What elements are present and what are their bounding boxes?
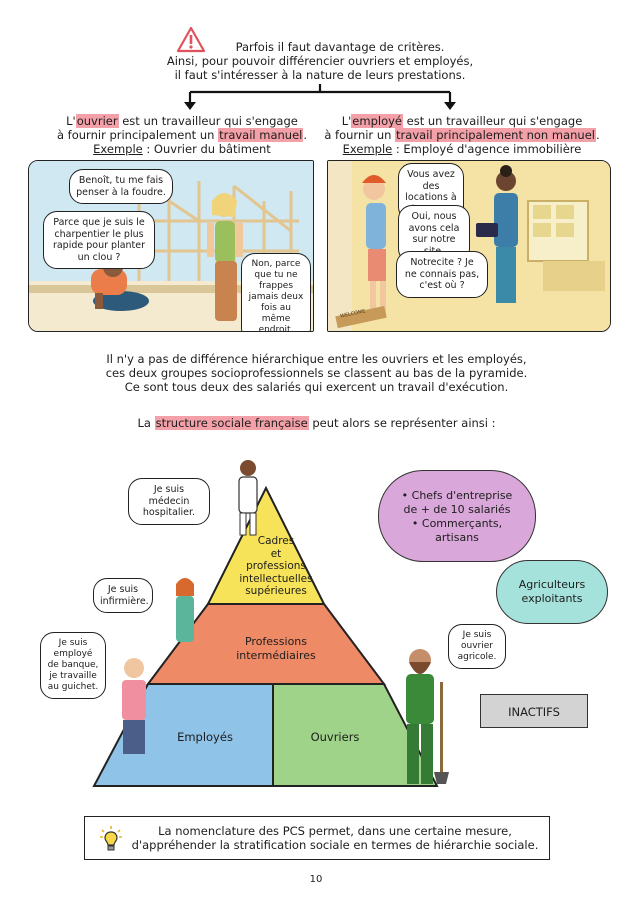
intro-line-3: il faut s'intéresser à la nature de leur…: [174, 68, 466, 82]
travail-manuel-highlight: travail manuel: [218, 128, 304, 142]
bubble-benoit: Benoît, tu me fais penser à la foudre.: [69, 169, 173, 204]
bubble-farmer: Je suis ouvrier agricole.: [448, 624, 506, 669]
inactifs-box: INACTIFS: [480, 694, 588, 728]
cloud-chefs-entreprise: • Chefs d'entreprise de + de 10 salariés…: [378, 470, 536, 562]
structure-intro: La structure sociale française peut alor…: [137, 416, 496, 430]
ouvrier-term: ouvrier: [75, 114, 119, 128]
intro-text: Parfois il faut davantage de critères. A…: [150, 40, 490, 82]
bank-employee-figure: [122, 658, 146, 754]
bubble-nurse: Je suis infirmière.: [93, 578, 153, 613]
ouvrier-comic-panel: Benoît, tu me fais penser à la foudre. P…: [28, 160, 314, 332]
pyramid-bottom-right: [272, 683, 439, 787]
pyramid-ouvriers-label: Ouvriers: [310, 730, 360, 744]
bubble-non-parce-que: Non, parce que tu ne frappes jamais deux…: [241, 253, 311, 331]
ouvrier-definition: L'ouvrier est un travailleur qui s'engag…: [56, 114, 308, 156]
pyramid-employes-label: Employés: [177, 730, 233, 744]
split-arrows: [184, 84, 456, 110]
cloud-agriculteurs: Agriculteurs exploitants: [496, 560, 608, 624]
note-text: La nomenclature des PCS permet, dans une…: [131, 824, 539, 852]
bubble-charpentier: Parce que je suis le charpentier le plus…: [43, 211, 155, 269]
employe-definition: L'employé est un travailleur qui s'engag…: [324, 114, 600, 156]
warning-icon: [176, 26, 206, 53]
intro-line-1: Parfois il faut davantage de critères.: [235, 40, 445, 54]
structure-sociale-highlight: structure sociale française: [154, 416, 309, 430]
note-box: La nomenclature des PCS permet, dans une…: [84, 816, 550, 860]
pyramid-top-label: Cadres et professions intellectuelles su…: [239, 535, 313, 597]
travail-non-manuel-highlight: travail principalement non manuel: [395, 128, 596, 142]
middle-text: Il n'y a pas de différence hiérarchique …: [105, 352, 528, 394]
page-number: 10: [309, 874, 323, 885]
farmer-figure: [406, 649, 449, 784]
nurse-figure: [176, 578, 194, 642]
intro-line-2: Ainsi, pour pouvoir différencier ouvrier…: [166, 54, 474, 68]
bubble-bank-employee: Je suis employé de banque, je travaille …: [40, 632, 106, 699]
employe-term: employé: [351, 114, 403, 128]
bubble-doctor: Je suis médecin hospitalier.: [128, 478, 210, 525]
employe-comic-panel: Vous avez des locations à la mer ? Oui, …: [327, 160, 611, 332]
pyramid-middle-label: Professions intermédiaires: [236, 635, 316, 662]
bubble-notrecite: Notrecite ? Je ne connais pas, c'est où …: [396, 251, 488, 298]
lightbulb-icon: [100, 826, 122, 851]
doctor-figure: [238, 460, 258, 536]
